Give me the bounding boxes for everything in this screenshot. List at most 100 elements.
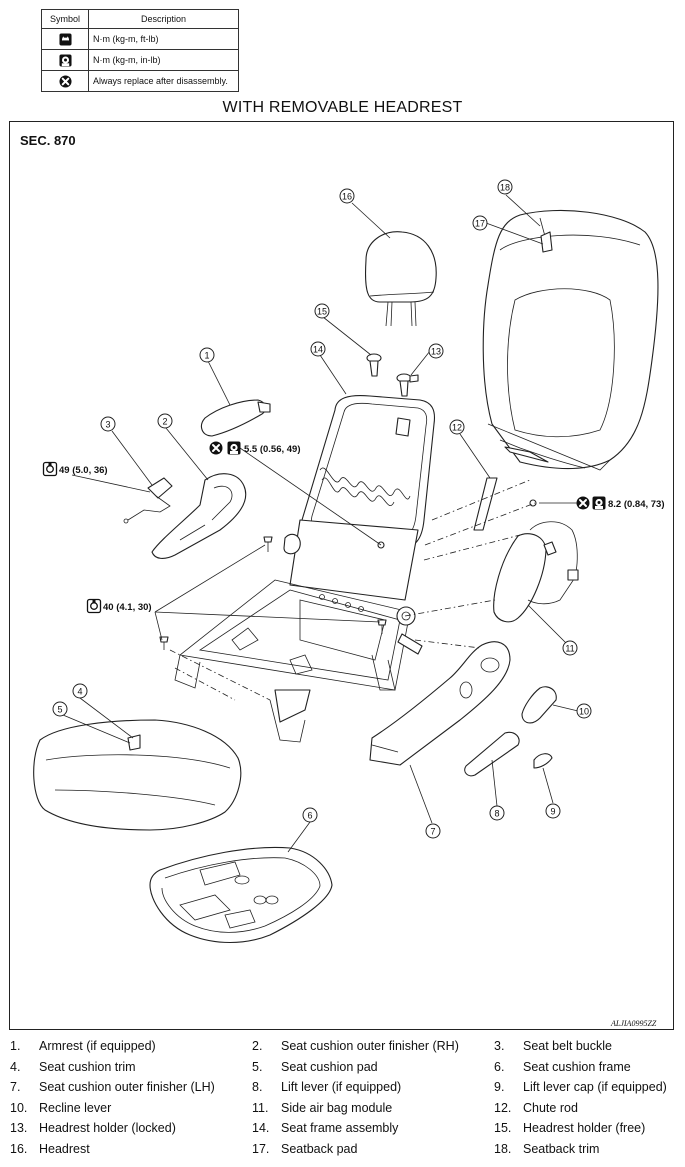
part-number: 12. <box>494 1100 512 1115</box>
callout-4: 4 <box>72 683 88 699</box>
callout-12: 12 <box>449 419 465 435</box>
lift-lever <box>464 731 520 777</box>
page-title: WITH REMOVABLE HEADREST <box>222 99 463 116</box>
seat-cushion-trim <box>33 719 242 831</box>
torque-spec-49: 49 (5.0, 36) <box>42 461 108 477</box>
part-name: Lift lever cap (if equipped) <box>523 1080 667 1094</box>
callout-1: 1 <box>199 347 215 363</box>
svg-text:2: 2 <box>162 417 167 427</box>
svg-text:15: 15 <box>317 307 327 317</box>
part-name: Seat cushion trim <box>39 1059 136 1074</box>
recline-lever <box>521 686 557 724</box>
part-number: 14. <box>252 1121 270 1135</box>
legend-row: Always replace after disassembly. <box>41 70 239 92</box>
svg-text:16: 16 <box>342 192 352 202</box>
part-name: Seatback pad <box>281 1141 358 1156</box>
callout-3: 3 <box>100 416 116 432</box>
legend-header-row: Symbol Description <box>41 9 239 29</box>
callout-7: 7 <box>425 823 441 839</box>
svg-text:8.2 (0.84, 73): 8.2 (0.84, 73) <box>608 499 665 510</box>
torque-spec-8-2: 8.2 (0.84, 73) <box>575 495 665 511</box>
lift-lever-cap <box>533 753 553 769</box>
part-name: Seat cushion pad <box>281 1059 378 1074</box>
alignment-line <box>174 667 236 701</box>
part-number: 18. <box>494 1141 512 1156</box>
legend-description: Always replace after disassembly. <box>88 70 239 92</box>
part-number: 3. <box>494 1039 505 1053</box>
part-number: 15. <box>494 1121 512 1135</box>
bolt <box>377 619 387 634</box>
svg-text:7: 7 <box>430 827 435 837</box>
svg-text:17: 17 <box>475 219 485 229</box>
alignment-line <box>414 639 481 649</box>
headrest <box>364 231 437 327</box>
nut <box>529 499 537 507</box>
section-label: SEC. 870 <box>20 133 76 148</box>
svg-text:40 (4.1, 30): 40 (4.1, 30) <box>103 602 152 613</box>
callout-2: 2 <box>157 413 173 429</box>
svg-text:3: 3 <box>105 420 110 430</box>
part-number: 5. <box>252 1059 263 1074</box>
armrest <box>200 399 271 437</box>
part-number: 2. <box>252 1039 263 1053</box>
legend-row: N·m (kg-m, ft-lb) <box>41 28 239 50</box>
headrest-holder-locked <box>396 373 419 397</box>
seat-belt-buckle <box>123 477 173 524</box>
part-name: Seat cushion frame <box>523 1059 631 1074</box>
part-name: Seat cushion outer finisher (LH) <box>39 1080 215 1094</box>
part-number: 10. <box>10 1100 28 1115</box>
always-replace-icon <box>58 74 72 88</box>
svg-text:6: 6 <box>307 811 312 821</box>
alignment-line <box>431 479 531 521</box>
part-name: Recline lever <box>39 1100 112 1115</box>
seat-cushion-outer-finisher-lh <box>369 641 511 766</box>
callout-18: 18 <box>497 179 513 195</box>
part-name: Seatback trim <box>523 1141 600 1156</box>
chute-rod <box>473 477 498 531</box>
part-name: Headrest holder (locked) <box>39 1121 176 1135</box>
part-number: 13. <box>10 1121 28 1135</box>
headrest-holder-free <box>366 353 382 377</box>
svg-text:1: 1 <box>204 351 209 361</box>
callout-11: 11 <box>562 640 578 656</box>
part-name: Lift lever (if equipped) <box>281 1080 402 1094</box>
part-name: Headrest <box>39 1141 90 1156</box>
svg-text:4: 4 <box>77 687 82 697</box>
part-name: Seat frame assembly <box>281 1121 399 1135</box>
part-number: 4. <box>10 1059 21 1074</box>
torque-spec-40: 40 (4.1, 30) <box>86 598 152 614</box>
seat-cushion-outer-finisher-rh <box>151 473 247 559</box>
torque-wrench-ftlb-icon <box>58 32 72 46</box>
part-name: Seat belt buckle <box>523 1039 612 1053</box>
alignment-line <box>424 502 536 546</box>
part-name: Chute rod <box>523 1100 578 1115</box>
svg-text:5.5 (0.56, 49): 5.5 (0.56, 49) <box>244 444 301 455</box>
part-number: 17. <box>252 1141 270 1156</box>
part-number: 7. <box>10 1080 21 1094</box>
torque-wrench-inlb-icon <box>58 53 72 67</box>
callout-16: 16 <box>339 188 355 204</box>
svg-text:8: 8 <box>494 809 499 819</box>
svg-text:49 (5.0, 36): 49 (5.0, 36) <box>59 465 108 476</box>
alignment-line <box>169 649 271 701</box>
callout-13: 13 <box>428 343 444 359</box>
part-number: 6. <box>494 1059 505 1074</box>
part-number: 8. <box>252 1080 263 1094</box>
svg-text:11: 11 <box>565 644 574 654</box>
callout-15: 15 <box>314 303 330 319</box>
leader-lines <box>62 194 586 853</box>
part-number: 16. <box>10 1141 28 1156</box>
svg-text:13: 13 <box>431 347 441 357</box>
bolt <box>263 536 273 552</box>
callout-8: 8 <box>489 805 505 821</box>
bolt <box>159 636 169 650</box>
part-name: Seat cushion outer finisher (RH) <box>281 1039 459 1053</box>
symbol-legend: Symbol Description N·m (kg-m, ft-lb) N·m… <box>41 9 239 92</box>
alignment-line <box>404 599 496 617</box>
callout-14: 14 <box>310 341 326 357</box>
side-air-bag-module <box>493 521 579 623</box>
svg-text:18: 18 <box>500 183 510 193</box>
svg-text:10: 10 <box>579 707 589 717</box>
svg-text:14: 14 <box>313 345 323 355</box>
